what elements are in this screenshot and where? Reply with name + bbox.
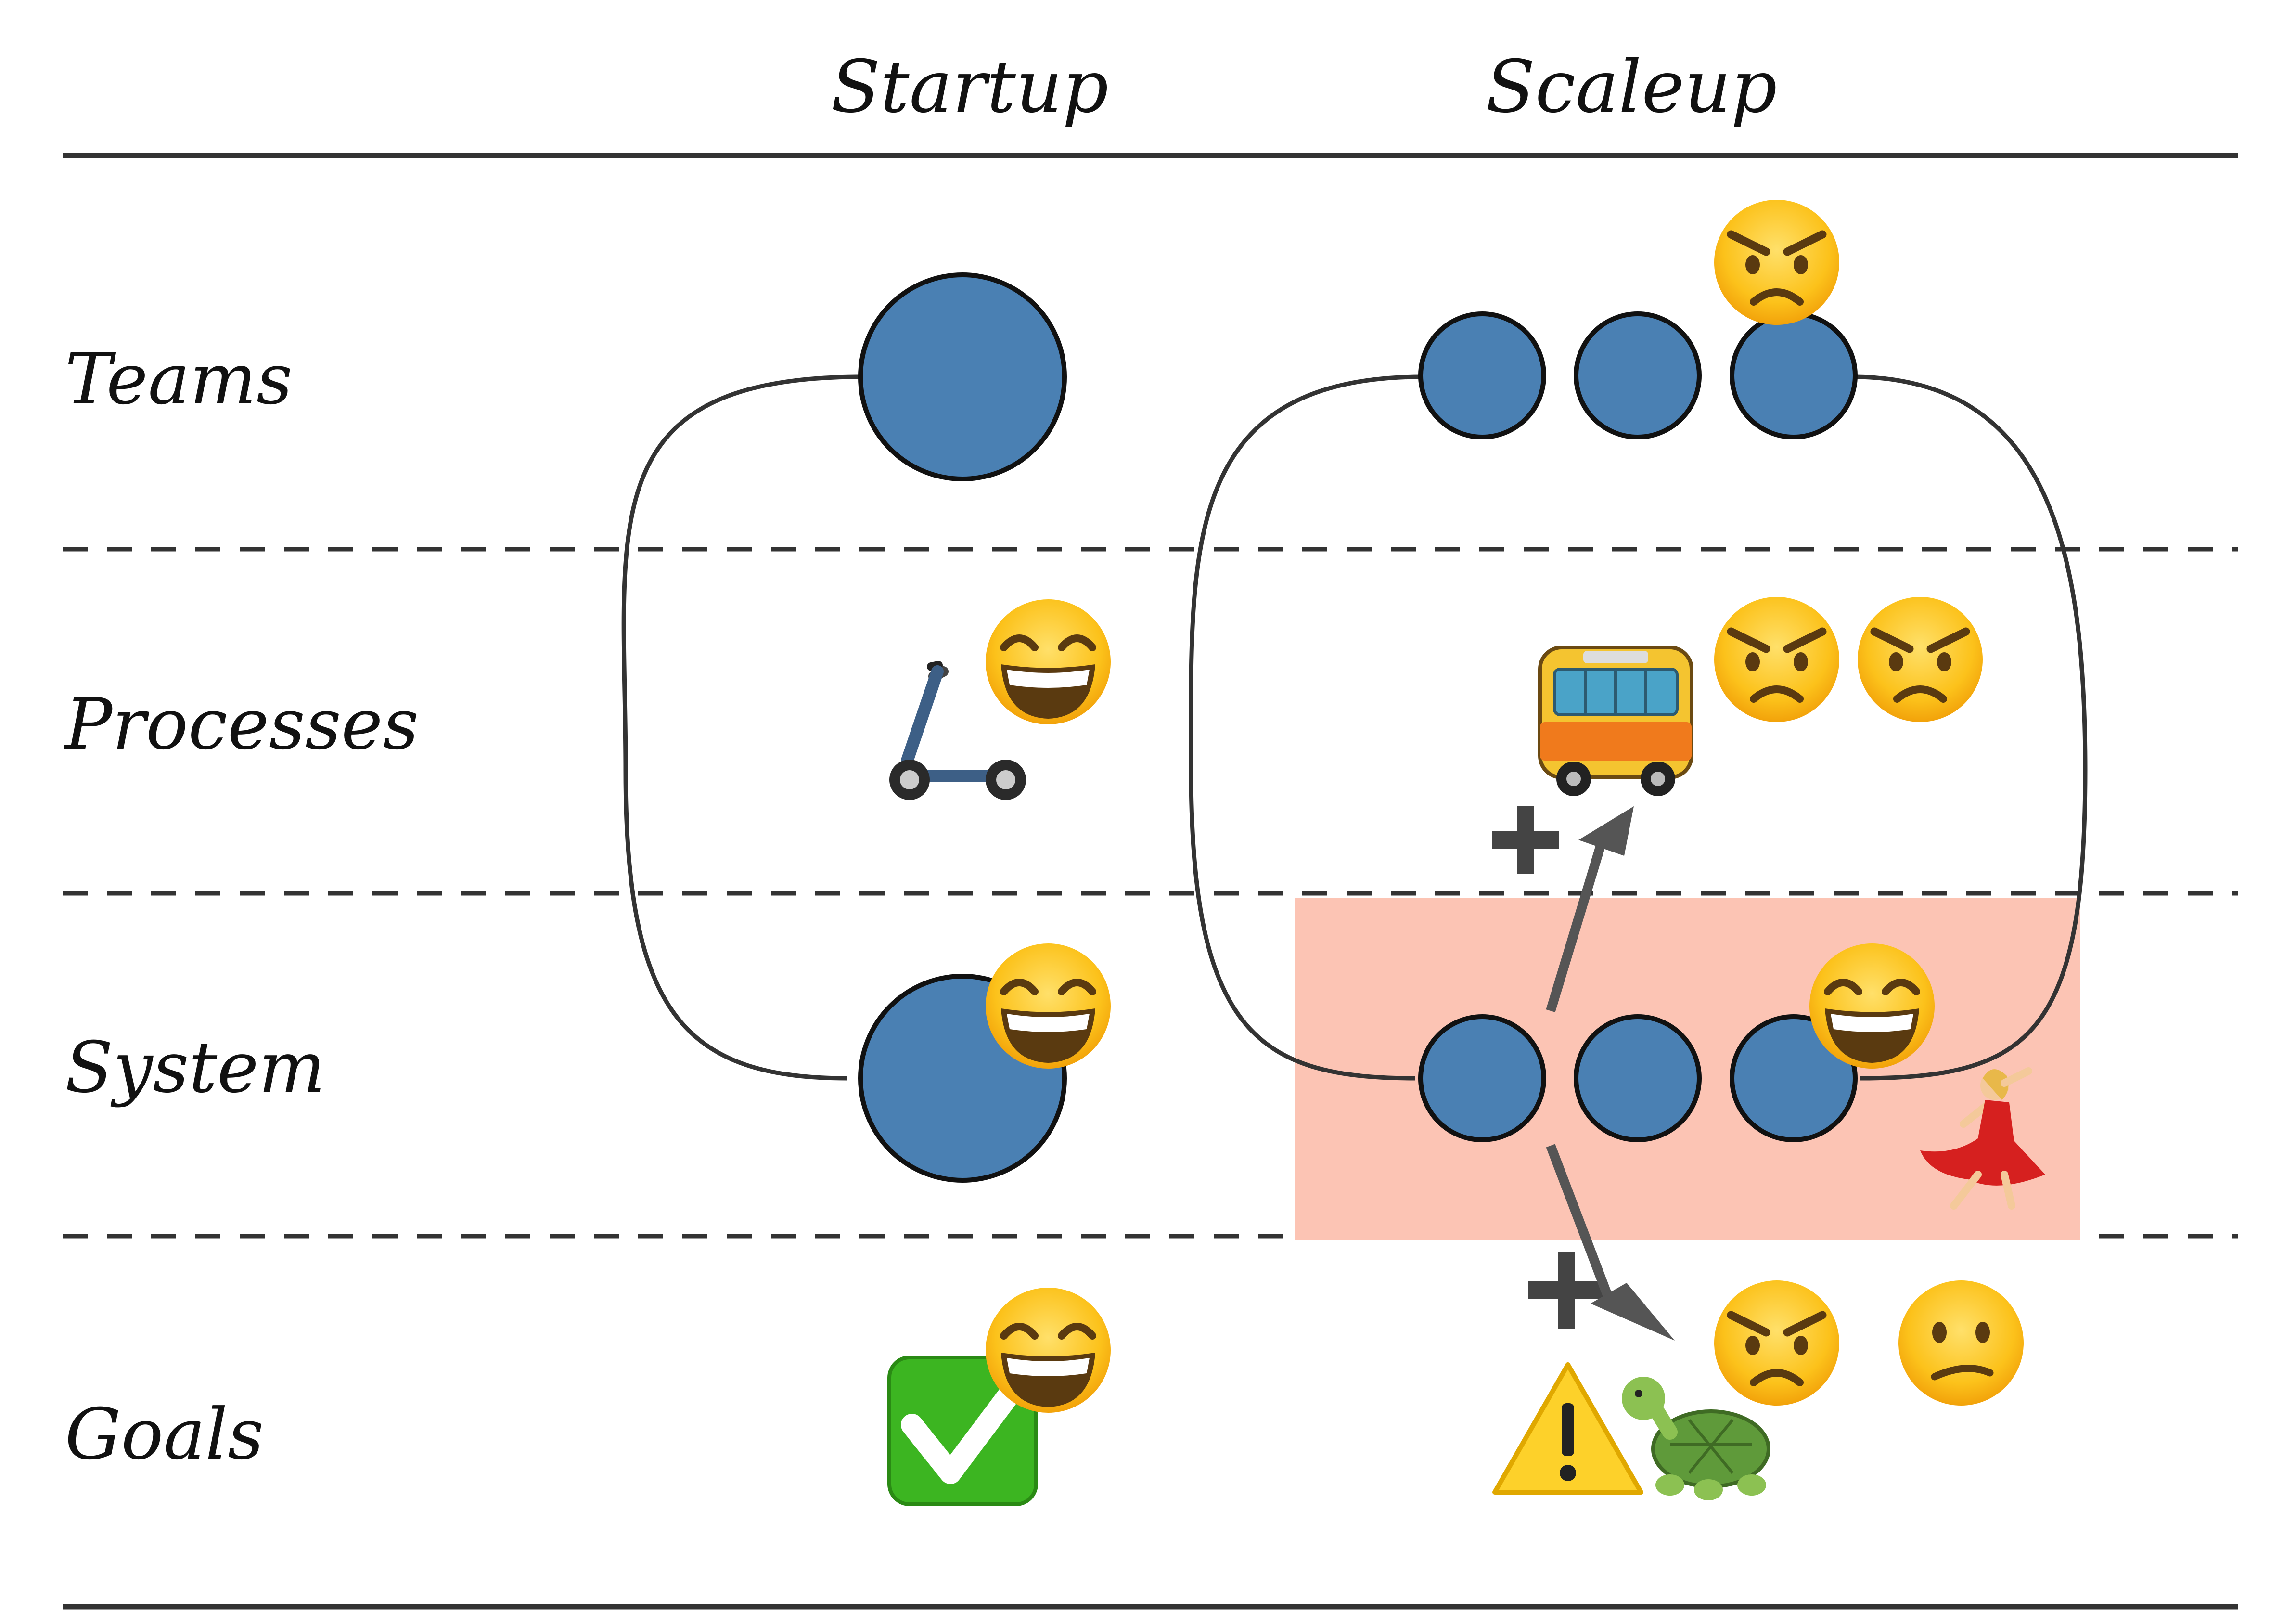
- column-header-startup: Startup: [831, 45, 1108, 129]
- turtle-icon: [1622, 1377, 1770, 1500]
- row-label-processes: Processes: [64, 684, 419, 765]
- scaleup-system-circle: [1730, 1014, 1858, 1142]
- angry-face-icon: [1714, 1280, 1839, 1406]
- startup-team-circle: [858, 272, 1067, 481]
- scaleup-left-loop-arrow: [1189, 374, 1423, 1081]
- plus-icon: [1492, 806, 1559, 874]
- row-label-teams: Teams: [65, 338, 293, 420]
- plus-icon: [1528, 1252, 1605, 1329]
- bus-icon: [1538, 646, 1693, 796]
- angry-face-icon: [1714, 200, 1839, 325]
- scaleup-system-circle: [1574, 1014, 1702, 1142]
- scaleup-team-circle: [1574, 311, 1702, 439]
- dancer-icon: [1920, 1067, 2045, 1210]
- column-header-scaleup: Scaleup: [1486, 45, 1777, 129]
- row-label-goals: Goals: [65, 1394, 264, 1475]
- happy-face-icon: [986, 1288, 1111, 1413]
- growth-arrow-to-goals: [1546, 1144, 1675, 1341]
- angry-face-icon: [1714, 597, 1839, 722]
- happy-face-icon: [986, 599, 1111, 724]
- scaleup-right-loop-arrow: [1852, 374, 2088, 1081]
- angry-face-icon: [1858, 597, 1983, 722]
- scooter-icon: [889, 661, 1026, 800]
- happy-face-icon: [986, 943, 1111, 1069]
- scaleup-team-circle: [1730, 311, 1858, 439]
- startup-loop-arrow: [621, 374, 862, 1081]
- row-label-system: System: [65, 1027, 325, 1109]
- happy-face-icon: [1809, 943, 1935, 1069]
- growth-arrow-to-processes: [1546, 806, 1634, 1012]
- scaleup-team-circle: [1418, 311, 1546, 439]
- check-mark-icon: [887, 1356, 1038, 1506]
- scaleup-system-circle: [1418, 1014, 1546, 1142]
- confused-face-icon: [1898, 1280, 2024, 1406]
- warning-icon: [1492, 1362, 1643, 1495]
